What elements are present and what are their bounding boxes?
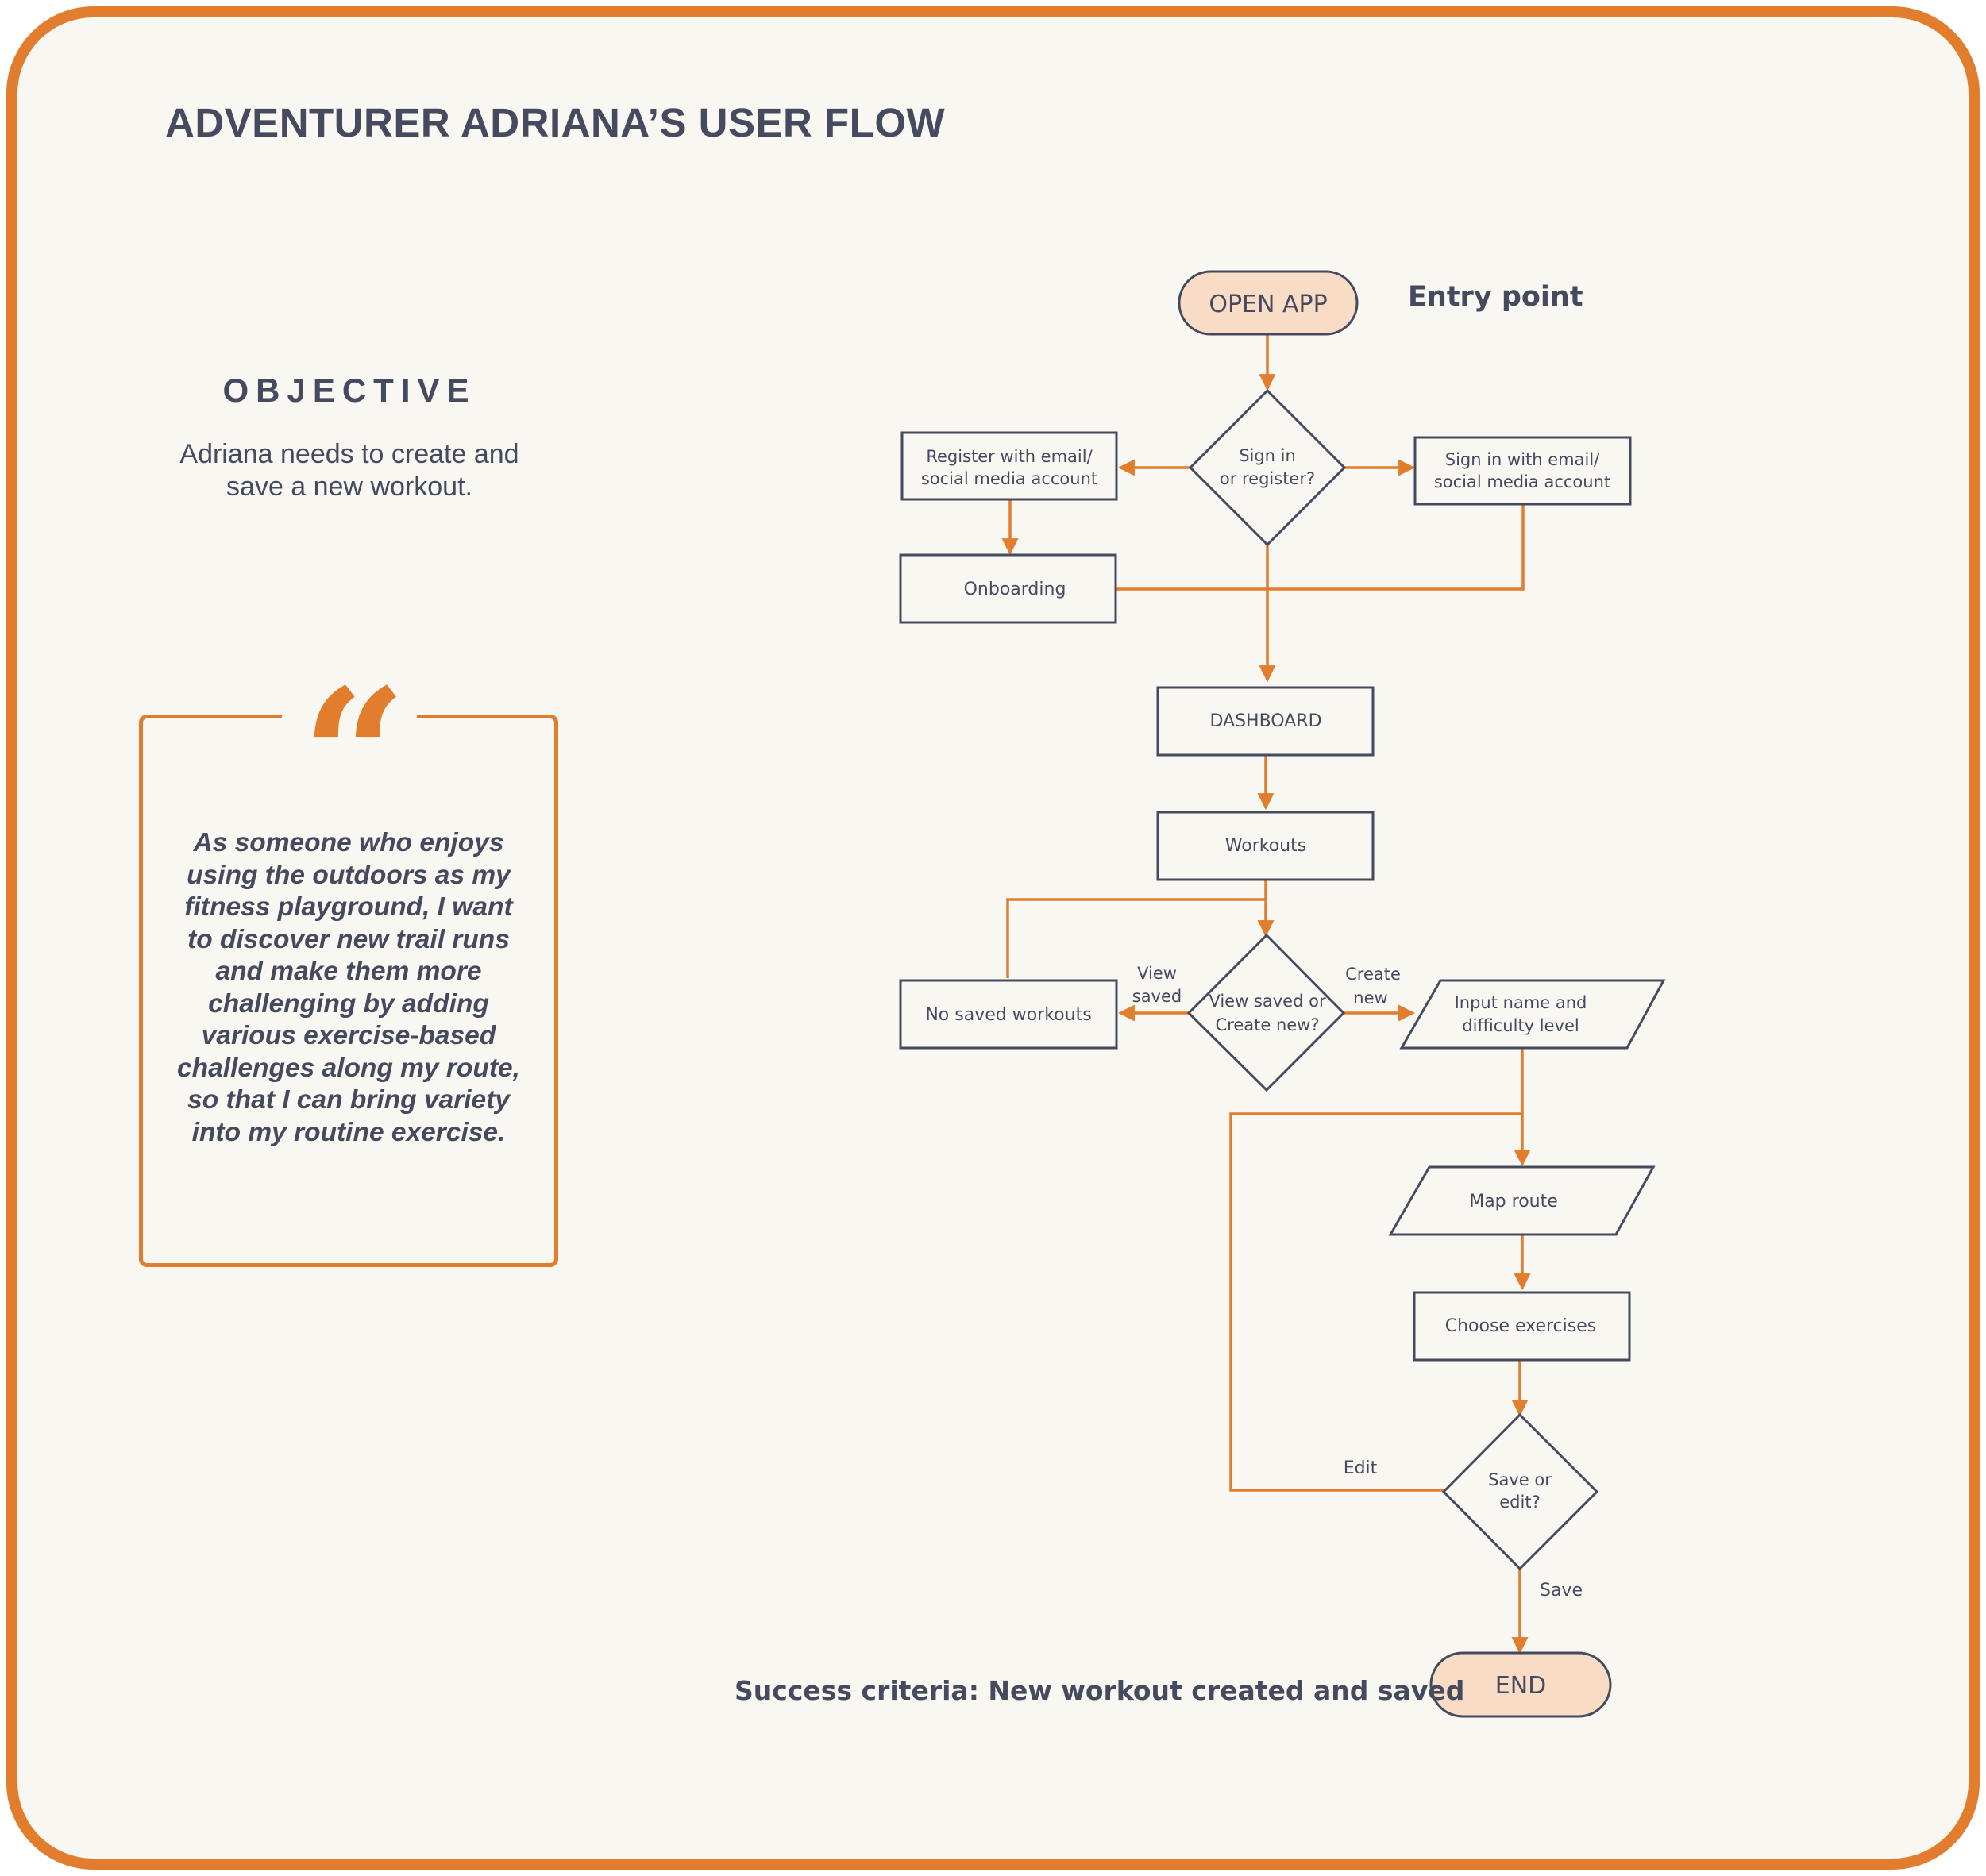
- node-workouts-label: Workouts: [1225, 836, 1306, 856]
- node-sign-in-decision: [1188, 388, 1347, 547]
- quote-line: challenging by adding: [208, 988, 489, 1019]
- node-map-route: [1388, 1165, 1656, 1236]
- objective-line-2: save a new workout.: [226, 472, 472, 502]
- quote-line: using the outdoors as my: [187, 860, 511, 890]
- edge-no-saved-loop: [1006, 898, 1266, 978]
- quote-line: challenges along my route,: [177, 1053, 520, 1083]
- node-dashboard-label: DASHBOARD: [1209, 711, 1321, 731]
- page-title: ADVENTURER ADRIANA’S USER FLOW: [165, 100, 946, 145]
- node-sign-in-decision-label-2: or register?: [1220, 469, 1315, 488]
- node-register-label-1: Register with email/: [926, 447, 1093, 466]
- edge-label-create-new-1: Create: [1345, 965, 1401, 984]
- node-view-create-decision-label-1: View saved or: [1209, 992, 1326, 1011]
- quote-line: fitness playground, I want: [184, 892, 513, 922]
- entry-point-label: Entry point: [1408, 281, 1583, 313]
- node-no-saved-label: No saved workouts: [925, 1005, 1091, 1025]
- edge-label-create-new-2: new: [1353, 988, 1387, 1007]
- edge-sign-in-email-to-merge: [1116, 505, 1525, 591]
- node-end: [1429, 1651, 1612, 1718]
- node-choose-exercises-label: Choose exercises: [1445, 1316, 1596, 1336]
- edge-label-save: Save: [1540, 1581, 1583, 1601]
- node-open-app-label: OPEN APP: [1209, 291, 1327, 318]
- node-view-create-decision: [1186, 933, 1346, 1092]
- node-map-route-label: Map route: [1469, 1192, 1558, 1212]
- quote-line: so that I can bring variety: [187, 1085, 510, 1115]
- quote-gap: [282, 707, 417, 726]
- edge-label-view-saved-2: saved: [1132, 987, 1182, 1006]
- quote-line: into my routine exercise.: [191, 1117, 506, 1147]
- node-save-edit-decision-label-2: edit?: [1499, 1493, 1540, 1512]
- node-sign-in-email-label-2: social media account: [1434, 472, 1610, 491]
- node-workouts: [1156, 811, 1375, 881]
- quote-mark-icon: “: [302, 649, 407, 864]
- node-input-name-label-1: Input name and: [1455, 993, 1587, 1012]
- edge-label-edit: Edit: [1344, 1458, 1378, 1478]
- node-open-app: [1178, 270, 1359, 336]
- quote-line: As someone who enjoys: [193, 828, 504, 857]
- node-save-edit-decision: [1441, 1412, 1599, 1571]
- node-save-edit-decision-label-1: Save or: [1488, 1470, 1552, 1489]
- node-sign-in-email-label-1: Sign in with email/: [1445, 450, 1600, 469]
- objective-heading: OBJECTIVE: [222, 372, 476, 409]
- node-sign-in-decision-label-1: Sign in: [1239, 446, 1296, 465]
- quote-line: and make them more: [215, 957, 482, 986]
- node-register: [900, 431, 1118, 501]
- node-no-saved: [899, 979, 1118, 1050]
- node-dashboard: [1156, 686, 1375, 757]
- node-input-name: [1399, 979, 1666, 1050]
- node-view-create-decision-label-2: Create new?: [1215, 1015, 1319, 1034]
- node-register-label-2: social media account: [921, 469, 1097, 488]
- node-onboarding-label: Onboarding: [964, 580, 1066, 599]
- success-criteria-label: Success criteria: New workout created an…: [735, 1675, 1464, 1706]
- edge-label-view-saved-1: View: [1137, 964, 1177, 983]
- node-choose-exercises: [1413, 1291, 1631, 1362]
- objective-text: Adriana needs to create and save a new w…: [143, 438, 556, 503]
- user-story-text: As someone who enjoys using the outdoors…: [159, 827, 538, 1149]
- node-input-name-label-2: difficulty level: [1462, 1016, 1579, 1035]
- node-onboarding: [899, 553, 1117, 624]
- quote-line: to discover new trail runs: [187, 924, 510, 954]
- edge-edit-loop: [1229, 1112, 1522, 1492]
- objective-line-1: Adriana needs to create and: [179, 439, 519, 469]
- page-frame: [6, 6, 1980, 1870]
- node-end-label: END: [1495, 1672, 1547, 1700]
- quote-line: various exercise-based: [201, 1021, 496, 1050]
- node-sign-in-email: [1413, 436, 1632, 506]
